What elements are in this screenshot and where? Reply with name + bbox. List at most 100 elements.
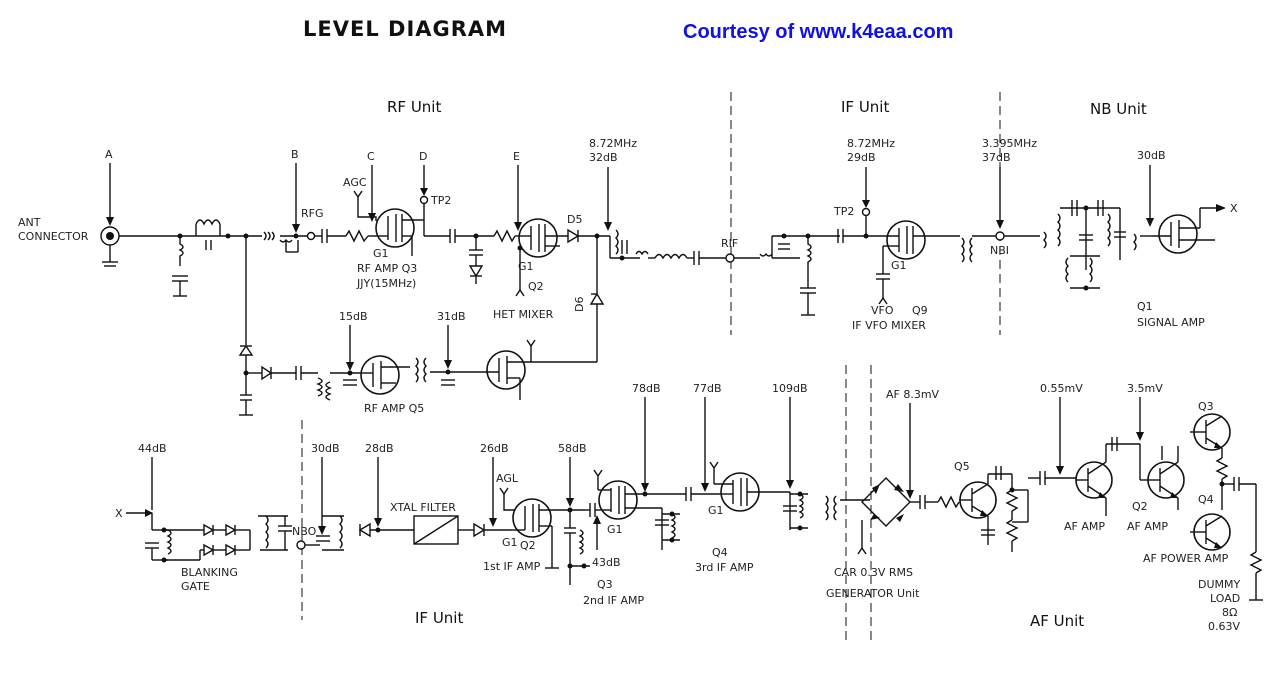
af-amp-q1-transistor (1075, 461, 1113, 499)
x-right-label: X (1230, 202, 1238, 215)
af-055mv-label: 0.55mV (1040, 382, 1083, 395)
af-q5-label: Q5 (954, 460, 970, 473)
antenna-connector-icon (100, 226, 120, 267)
diagram-title: LEVEL DIAGRAM (303, 17, 507, 41)
ant-connector-label-2: CONNECTOR (18, 230, 89, 243)
rf-amp-q5-label: RF AMP Q5 (364, 402, 424, 415)
af-power-q3-transistor (1190, 413, 1231, 451)
test-point-d: D (419, 150, 427, 163)
section-rf-unit: RF Unit (387, 98, 441, 116)
jjy-label: JJY(15MHz) (356, 277, 416, 290)
af-q2-label: Q2 (1132, 500, 1148, 513)
courtesy-link[interactable]: Courtesy of www.k4eaa.com (683, 21, 953, 43)
if-vfo-mixer-label: IF VFO MIXER (852, 319, 926, 332)
if-29db-label: 29dB (847, 151, 876, 164)
af-power-amp-label: AF POWER AMP (1143, 552, 1229, 565)
third-if-amp-q4-fet (714, 472, 790, 512)
if-43db-label: 43dB (592, 556, 621, 569)
blanking-label-2: GATE (181, 580, 210, 593)
input-filter (172, 219, 231, 297)
nbi-node (995, 231, 1005, 241)
af-q3-label: Q3 (1198, 400, 1214, 413)
q3-if-label: Q3 (597, 578, 613, 591)
nbo-node (296, 540, 306, 550)
d6-label: D6 (573, 297, 586, 312)
x-output-arrow (1216, 204, 1226, 212)
rf-amp-q3-fet (375, 208, 420, 256)
af-q4-label: Q4 (1198, 493, 1214, 506)
if-78db-label: 78dB (632, 382, 661, 395)
diode-rf-path (238, 344, 254, 356)
blanking-label-1: BLANKING (181, 566, 238, 579)
rif-label: RIF (721, 237, 738, 250)
rf-15db-label: 15dB (339, 310, 368, 323)
af-35mv-label: 3.5mV (1127, 382, 1163, 395)
af-83mv-label: AF 8.3mV (886, 388, 940, 401)
q2-g1-label: G1 (502, 536, 518, 549)
q9-label: Q9 (912, 304, 928, 317)
first-if-amp-label: 1st IF AMP (483, 560, 541, 573)
nb-freq-label: 3.395MHz (982, 137, 1037, 150)
signal-amp-q1-fet (1152, 214, 1215, 254)
test-point-c: C (367, 150, 375, 163)
if-30db-label: 30dB (311, 442, 340, 455)
dummy-label: DUMMY (1198, 578, 1241, 591)
if-58db-label: 58dB (558, 442, 587, 455)
rf-31db-label: 31dB (437, 310, 466, 323)
section-if-unit-bottom: IF Unit (415, 609, 463, 627)
rf-amp-q3-label: RF AMP Q3 (357, 262, 417, 275)
tp2-rf-label: TP2 (430, 194, 451, 207)
nbi-label: NBI (990, 244, 1009, 257)
q2-if-label: Q2 (520, 539, 536, 552)
generator-unit-label: GENERATOR Unit (826, 587, 920, 600)
nb-30db-label: 30dB (1137, 149, 1166, 162)
second-if-amp-q3-fet (598, 480, 686, 520)
first-if-amp-q2-fet (512, 498, 568, 538)
het-g1-label: G1 (518, 260, 534, 273)
load-label: LOAD (1210, 592, 1240, 605)
if-44db-label: 44dB (138, 442, 167, 455)
if-vfo-mixer-q9-fet (880, 220, 960, 260)
rf-freq-label: 8.72MHz (589, 137, 637, 150)
het-mixer-label: HET MIXER (493, 308, 554, 321)
test-point-b: B (291, 148, 299, 161)
resistor-rf (345, 229, 369, 243)
q3-g1-label: G1 (607, 523, 623, 536)
third-if-amp-label: 3rd IF AMP (695, 561, 754, 574)
af-amp-q2-transistor (1147, 461, 1185, 499)
het-q2-label: Q2 (528, 280, 544, 293)
test-point-e: E (513, 150, 520, 163)
het-oscillator-fet (468, 350, 531, 400)
het-mixer-q2-fet (515, 218, 568, 258)
blanking-gate-diodes (199, 523, 251, 560)
q9-g1-label: G1 (891, 259, 907, 272)
if-109db-label: 109dB (772, 382, 808, 395)
rfg-node (306, 231, 316, 241)
ant-connector-label-1: ANT (18, 216, 41, 229)
car-label: CAR 0.3V RMS (834, 566, 913, 579)
second-if-amp-label: 2nd IF AMP (583, 594, 645, 607)
nbo-label: NBO (292, 525, 317, 538)
rif-node (725, 253, 735, 263)
agc-label: AGC (343, 176, 367, 189)
agl-label: AGL (496, 472, 519, 485)
x-left-label: X (115, 507, 123, 520)
af-power-q4-transistor (1190, 513, 1231, 551)
load-voltage-label: 0.63V (1208, 620, 1240, 633)
rif-coil (654, 253, 688, 260)
if-77db-label: 77dB (693, 382, 722, 395)
signal-amp-label: SIGNAL AMP (1137, 316, 1205, 329)
af-amp-1-label: AF AMP (1064, 520, 1105, 533)
d5-label: D5 (567, 213, 582, 226)
section-if-unit-top: IF Unit (841, 98, 889, 116)
section-af-unit: AF Unit (1030, 612, 1084, 630)
af-amp-2-label: AF AMP (1127, 520, 1168, 533)
if-26db-label: 26dB (480, 442, 509, 455)
nb-37db-label: 37dB (982, 151, 1011, 164)
xtal-filter-label: XTAL FILTER (390, 501, 456, 514)
tp2-if-label: TP2 (833, 205, 854, 218)
nb-q1-label: Q1 (1137, 300, 1153, 313)
test-point-a: A (105, 148, 113, 161)
